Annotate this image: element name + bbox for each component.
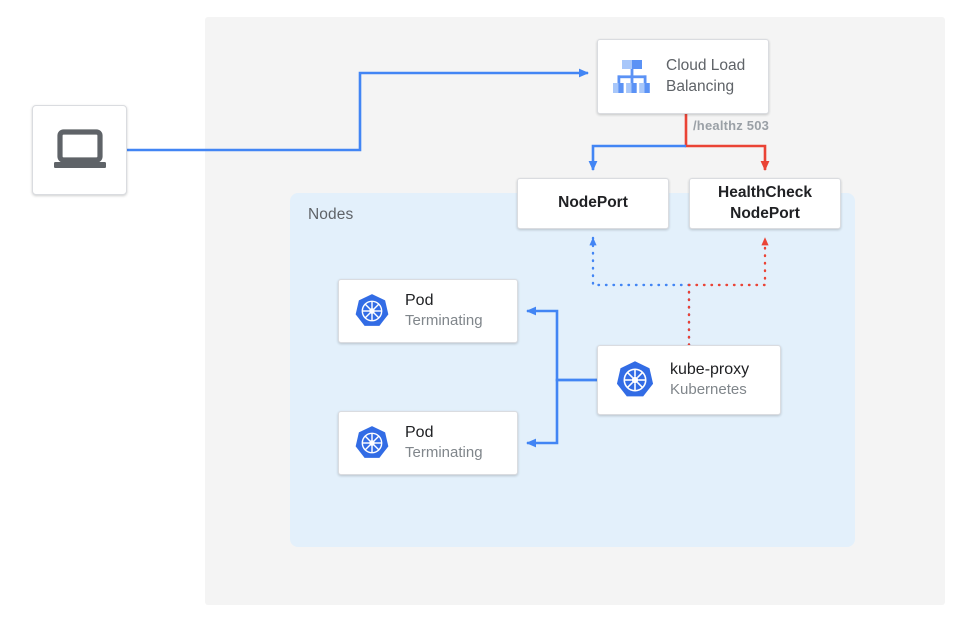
kube-proxy-title: kube-proxy [670,361,750,379]
kubernetes-icon [353,424,391,462]
edge-lb-to-healthcheck [684,114,770,171]
nodes-panel-label: Nodes [308,206,354,223]
pod-title: Pod [405,424,434,442]
pod-terminating-1-card[interactable]: Pod Terminating [338,279,518,343]
edge-client-to-lb [127,68,589,152]
healthcheck-nodeport-label-line2: NodePort [730,204,800,222]
edge-kubeproxy-to-pods [526,306,597,448]
kubernetes-icon [614,359,656,401]
client-device-card[interactable] [32,105,127,195]
pod-terminating-2-card[interactable]: Pod Terminating [338,411,518,475]
nodeport-card[interactable]: NodePort [517,178,669,229]
pod-title: Pod [405,292,434,310]
laptop-icon [51,128,109,172]
nodeport-label: NodePort [558,194,628,212]
kube-proxy-subtitle: Kubernetes [670,381,747,399]
cloud-load-balancing-card[interactable]: Cloud Load Balancing [597,39,769,114]
pod-status: Terminating [405,444,483,462]
edge-kubeproxy-to-nodeport [589,236,691,347]
pod-status: Terminating [405,312,483,330]
cloud-load-balancing-label: Cloud Load Balancing [666,56,746,95]
healthcheck-nodeport-label-line1: HealthCheck [718,184,812,202]
healthcheck-nodeport-card[interactable]: HealthCheck NodePort [689,178,841,229]
edge-lb-to-nodeport [588,144,686,171]
cloud-load-balancing-icon [610,57,654,97]
healthz-status-label: /healthz 503 [693,118,770,133]
kube-proxy-card[interactable]: kube-proxy Kubernetes [597,345,781,415]
kubernetes-icon [353,292,391,330]
edge-kubeproxy-to-healthcheck [687,236,769,347]
